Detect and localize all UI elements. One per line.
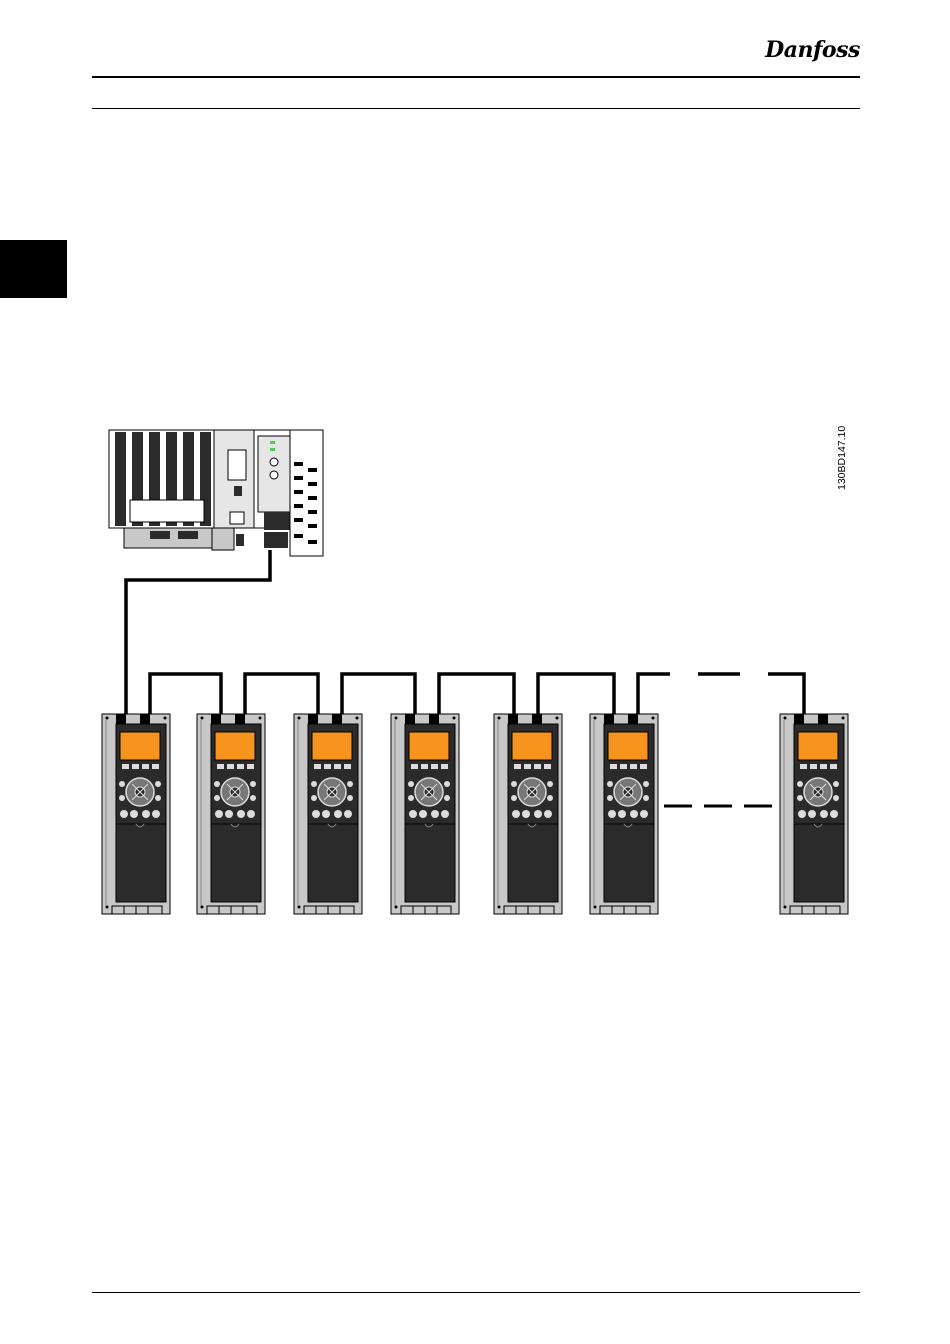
cable-drive-1-2 [150,674,221,716]
cable-drive-3-4 [342,674,415,716]
cable-drive-5-6 [538,674,614,716]
cable-drive-6-7-end [768,674,804,716]
cable-drive-2-3 [245,674,318,716]
cable-drive-6-7-start [638,674,670,716]
frequency-drive-icon [102,714,848,914]
plc-controller-icon [109,430,323,556]
ethernet-cables [126,550,804,716]
cable-drive-4-5 [439,674,514,716]
figure-id-code-text: 130BD147.10 [836,426,848,490]
cable-plc-to-drive-1 [126,550,270,716]
figure-id-code: 130BD147.10 [836,490,856,510]
